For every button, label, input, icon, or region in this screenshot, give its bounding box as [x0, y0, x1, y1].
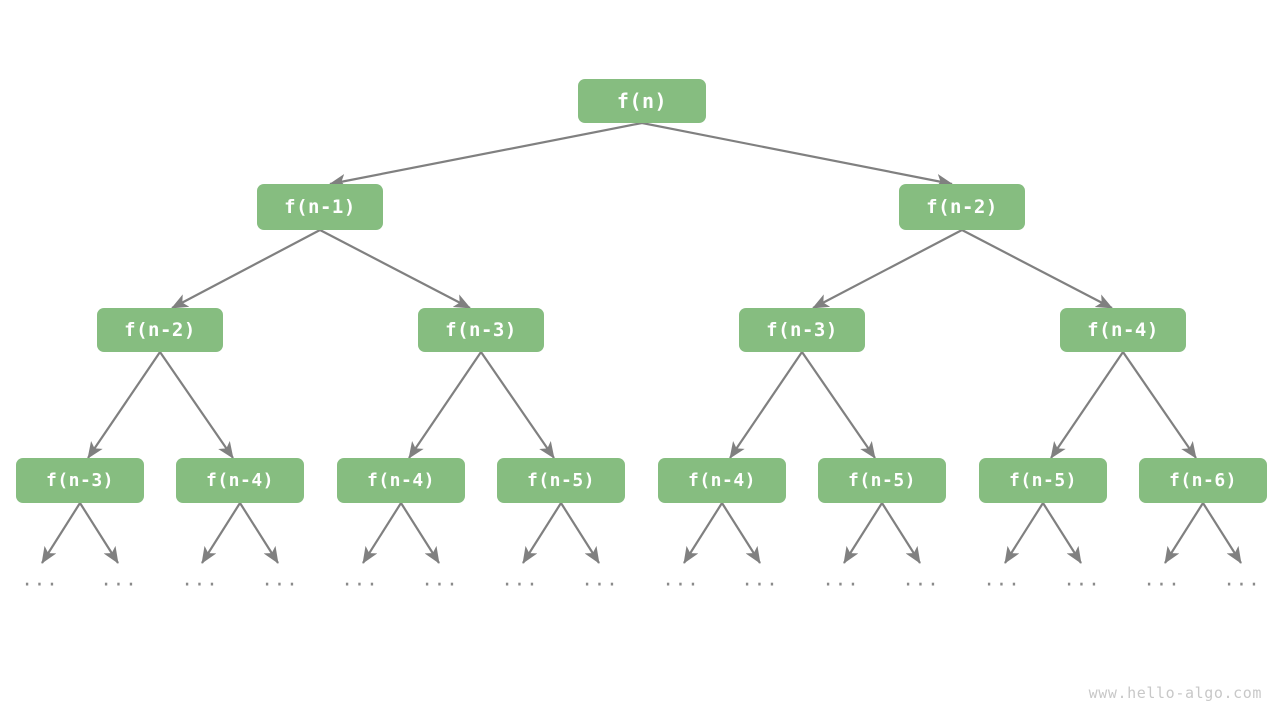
tree-node[interactable]: f(n-2) — [97, 308, 223, 352]
tree-edge — [961, 229, 1113, 309]
tree-node-label: f(n-6) — [1168, 469, 1238, 491]
tree-edge — [171, 229, 321, 309]
tree-edge — [408, 351, 482, 459]
tree-node-label: f(n-4) — [366, 469, 436, 491]
ellipsis-marker: ··· — [1063, 573, 1101, 596]
tree-edge — [329, 121, 643, 188]
tree-edge — [400, 502, 440, 564]
tree-node[interactable]: f(n-4) — [337, 457, 465, 503]
tree-edge — [881, 502, 921, 564]
tree-node[interactable]: f(n-5) — [979, 457, 1107, 503]
tree-node-label: f(n-3) — [766, 319, 838, 341]
ellipsis-marker: ··· — [581, 573, 619, 596]
tree-node[interactable]: f(n) — [578, 79, 706, 123]
tree-edge — [1004, 502, 1044, 564]
tree-edge — [801, 351, 876, 459]
ellipsis-marker: ··· — [902, 573, 940, 596]
tree-edge — [79, 502, 119, 564]
tree-node-label: f(n-5) — [526, 469, 596, 491]
tree-node[interactable]: f(n-5) — [497, 457, 625, 503]
tree-node[interactable]: f(n-3) — [16, 457, 144, 503]
tree-edge — [721, 502, 761, 564]
tree-node-label: f(n-3) — [45, 469, 115, 491]
tree-edge — [560, 502, 600, 564]
ellipsis-marker: ··· — [1143, 573, 1181, 596]
ellipsis-marker: ··· — [341, 573, 379, 596]
tree-edge — [1122, 351, 1197, 459]
tree-edge — [1164, 502, 1204, 564]
tree-edge — [159, 351, 234, 459]
tree-edge — [641, 121, 953, 188]
tree-edge — [1042, 502, 1082, 564]
tree-node[interactable]: f(n-4) — [658, 457, 786, 503]
tree-edge — [729, 351, 803, 459]
ellipsis-marker: ··· — [100, 573, 138, 596]
tree-node-label: f(n-2) — [124, 319, 196, 341]
ellipsis-marker: ··· — [1223, 573, 1261, 596]
tree-edge — [480, 351, 555, 459]
tree-node-label: f(n-3) — [445, 319, 517, 341]
tree-edge — [843, 502, 883, 564]
tree-node[interactable]: f(n-3) — [418, 308, 544, 352]
tree-edge — [362, 502, 402, 564]
tree-node[interactable]: f(n-2) — [899, 184, 1025, 230]
tree-node-label: f(n-5) — [847, 469, 917, 491]
watermark-label: www.hello-algo.com — [1088, 684, 1262, 702]
ellipsis-marker: ··· — [181, 573, 219, 596]
tree-edge — [319, 229, 471, 309]
tree-node-label: f(n-1) — [284, 196, 356, 218]
tree-node-label: f(n-4) — [205, 469, 275, 491]
ellipsis-marker: ··· — [662, 573, 700, 596]
tree-edge — [239, 502, 279, 564]
tree-node[interactable]: f(n-6) — [1139, 457, 1267, 503]
tree-node[interactable]: f(n-4) — [1060, 308, 1186, 352]
tree-node-label: f(n) — [616, 89, 668, 113]
tree-node[interactable]: f(n-5) — [818, 457, 946, 503]
tree-edge — [41, 502, 81, 564]
tree-edge — [87, 351, 161, 459]
tree-edge — [683, 502, 723, 564]
ellipsis-marker: ··· — [421, 573, 459, 596]
tree-node[interactable]: f(n-3) — [739, 308, 865, 352]
tree-edge — [522, 502, 562, 564]
tree-node[interactable]: f(n-4) — [176, 457, 304, 503]
ellipsis-marker: ··· — [741, 573, 779, 596]
ellipsis-marker: ··· — [822, 573, 860, 596]
ellipsis-marker: ··· — [501, 573, 539, 596]
tree-node-label: f(n-4) — [687, 469, 757, 491]
tree-edge — [1202, 502, 1242, 564]
tree-edge — [201, 502, 241, 564]
ellipsis-marker: ··· — [983, 573, 1021, 596]
tree-node-label: f(n-5) — [1008, 469, 1078, 491]
ellipsis-marker: ··· — [261, 573, 299, 596]
tree-edge — [812, 229, 963, 309]
tree-node[interactable]: f(n-1) — [257, 184, 383, 230]
tree-edge — [1050, 351, 1124, 459]
ellipsis-marker: ··· — [21, 573, 59, 596]
tree-node-label: f(n-4) — [1087, 319, 1159, 341]
tree-node-label: f(n-2) — [926, 196, 998, 218]
